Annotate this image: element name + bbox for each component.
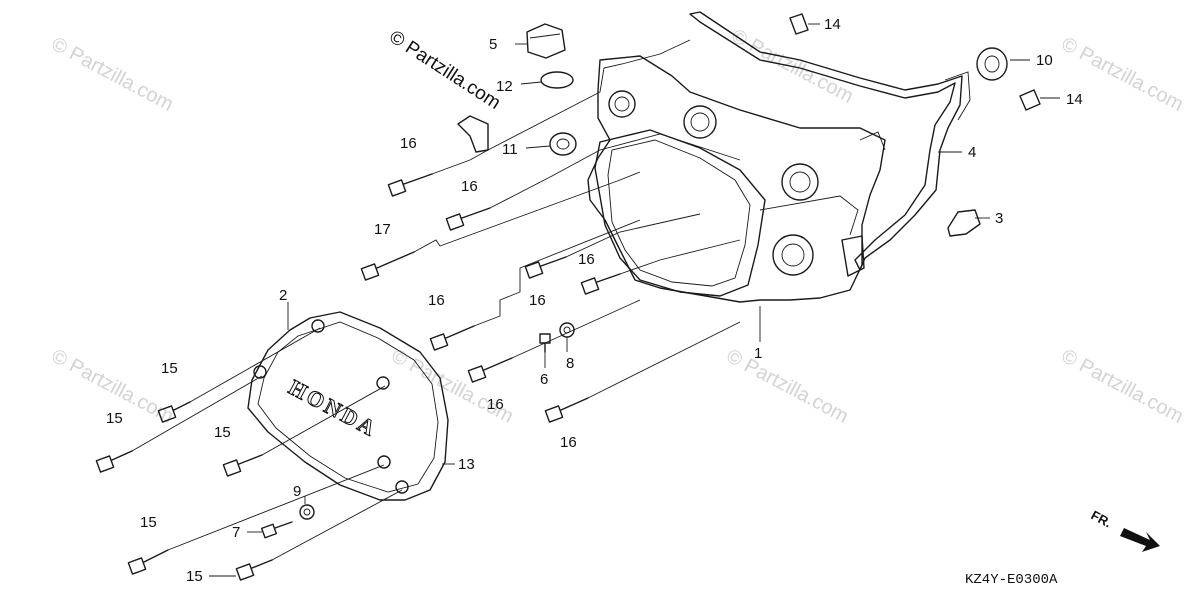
watermark: © Partzilla.com [1058, 345, 1187, 428]
callout-4: 4 [968, 144, 976, 161]
callout-16: 16 [487, 396, 504, 413]
bolt-16b[interactable] [445, 207, 491, 231]
callout-3: 3 [995, 210, 1003, 227]
washer-9[interactable] [299, 504, 315, 520]
watermark: © Partzilla.com [388, 345, 517, 428]
callout-16: 16 [400, 135, 417, 152]
bolt-15a[interactable] [157, 401, 191, 423]
o-ring-12[interactable] [540, 71, 574, 89]
grommet-3[interactable] [947, 209, 981, 237]
callout-11: 11 [502, 141, 518, 158]
callout-14: 14 [824, 16, 841, 33]
arrow-icon [1120, 528, 1160, 552]
callout-16: 16 [529, 292, 546, 309]
bolt-15e[interactable] [235, 559, 273, 581]
dowel-pin-14a[interactable] [789, 13, 809, 35]
oil-filler-cap-5[interactable] [526, 23, 566, 59]
callout-15: 15 [214, 424, 231, 441]
bolt-15d[interactable] [127, 549, 169, 575]
callout-10: 10 [1036, 52, 1053, 69]
callout-15: 15 [140, 514, 157, 531]
gasket-4[interactable] [689, 11, 963, 271]
callout-12: 12 [496, 78, 513, 95]
bolt-16f[interactable] [467, 357, 513, 383]
oil-seal-11[interactable] [549, 132, 577, 156]
callout-14: 14 [1066, 91, 1083, 108]
callout-17: 17 [374, 221, 391, 238]
callout-9: 9 [293, 483, 301, 500]
callout-13: 13 [458, 456, 475, 473]
bolt-16a[interactable] [387, 173, 433, 197]
watermarks: © Partzilla.com © Partzilla.com © Partzi… [48, 25, 1187, 428]
dowel-pin-14b[interactable] [1019, 89, 1041, 111]
watermark: © Partzilla.com [48, 33, 177, 116]
bolt-17[interactable] [360, 251, 415, 281]
watermark: © Partzilla.com [723, 345, 852, 428]
callout-15: 15 [106, 410, 123, 427]
callout-7: 7 [232, 524, 240, 541]
bearing-10[interactable] [976, 47, 1008, 81]
callout-6: 6 [540, 371, 548, 388]
bolt-16d[interactable] [580, 273, 621, 295]
bolt-7[interactable] [260, 521, 293, 539]
copyright-notice: © Partzilla.com [385, 27, 504, 114]
callout-16: 16 [560, 434, 577, 451]
bolt-16g[interactable] [544, 397, 589, 423]
callout-2: 2 [279, 287, 287, 304]
bolt-15b[interactable] [95, 450, 133, 473]
callout-5: 5 [489, 36, 497, 53]
leader-lines [131, 23, 1060, 577]
bolt-16c[interactable] [524, 256, 567, 279]
diagram-code: KZ4Y-E0300A [965, 572, 1058, 588]
bolt-15c[interactable] [222, 454, 263, 477]
callout-15: 15 [186, 568, 203, 585]
callout-15: 15 [161, 360, 178, 377]
bracket[interactable] [457, 115, 489, 153]
clutch-cover-2[interactable]: HONDA [247, 311, 449, 501]
direction-label: FR. [1089, 507, 1115, 530]
callout-8: 8 [566, 355, 574, 372]
front-direction-arrow: FR. [1089, 507, 1160, 552]
crankcase-cover-1[interactable] [587, 55, 886, 303]
callout-16: 16 [461, 178, 478, 195]
callout-16: 16 [428, 292, 445, 309]
callout-16: 16 [578, 251, 595, 268]
bolts [95, 173, 621, 581]
cover-brand-text: HONDA [285, 374, 382, 442]
callouts: 5 12 11 16 16 17 16 16 16 16 16 6 8 1 14… [106, 16, 1083, 585]
callout-1: 1 [754, 345, 762, 362]
bolt-16e[interactable] [429, 325, 475, 351]
